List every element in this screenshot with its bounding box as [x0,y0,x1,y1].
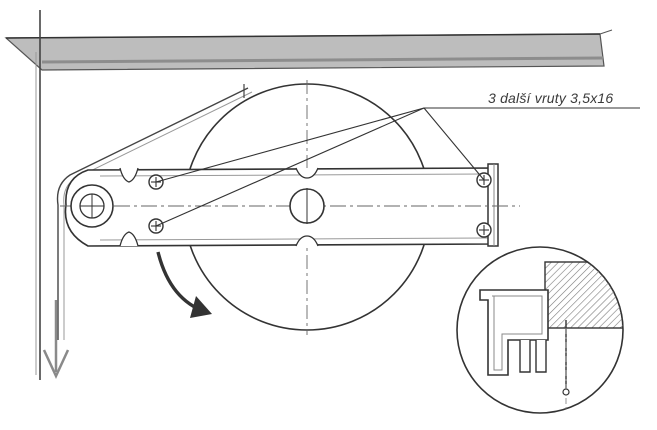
rotation-arrow-icon [156,251,212,318]
mounting-bracket [64,163,499,247]
top-rail [4,29,613,71]
screws-callout-label: 3 další vruty 3,5x16 [488,90,614,106]
detail-view [456,246,624,414]
down-arrow-icon [42,300,70,379]
callout-leader-lines [155,107,640,227]
center-axle-hole [289,188,325,224]
screw-icon [476,222,492,238]
left-pivot-hole [70,184,114,228]
wall-line [35,10,41,380]
